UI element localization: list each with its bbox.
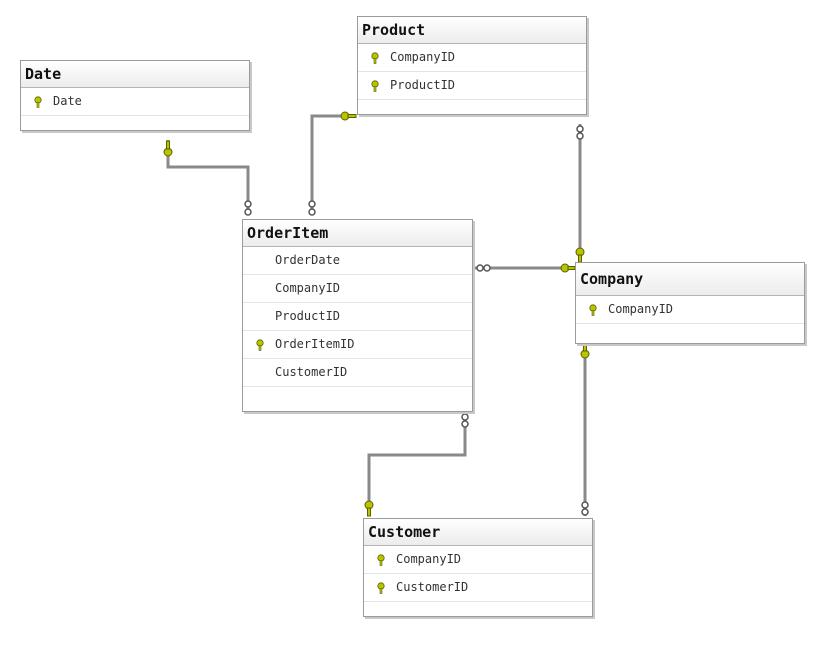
column-row[interactable]: OrderItemID: [243, 331, 472, 359]
column-row[interactable]: CustomerID: [364, 574, 592, 602]
key-icon: [578, 254, 582, 263]
key-icon: [377, 582, 385, 594]
key-icon: [347, 114, 357, 118]
many-end-marker: [244, 200, 252, 208]
column-name: Date: [53, 94, 82, 108]
column-row[interactable]: OrderDate: [243, 247, 472, 275]
column-row[interactable]: CustomerID: [243, 359, 472, 387]
key-icon: [567, 266, 576, 270]
many-end-marker: [581, 501, 589, 509]
column-row[interactable]: ProductID: [243, 303, 472, 331]
table-product[interactable]: Product CompanyID ProductID: [357, 16, 587, 115]
many-end-marker: [576, 132, 584, 140]
many-end-marker: [461, 413, 469, 421]
key-icon: [589, 304, 597, 316]
relationship-customer-orderitem[interactable]: [367, 412, 467, 516]
column-name: OrderDate: [275, 253, 341, 267]
key-icon: [377, 554, 385, 566]
relationship-date-orderitem[interactable]: [166, 140, 250, 215]
many-end-marker: [576, 125, 584, 133]
relationship-product-orderitem[interactable]: [310, 114, 356, 215]
key-icon: [367, 507, 371, 517]
table-title[interactable]: Date: [21, 61, 249, 88]
column-row[interactable]: CompanyID: [576, 296, 804, 324]
key-icon: [583, 342, 587, 352]
table-customer[interactable]: Customer CompanyID CustomerID: [363, 518, 593, 617]
table-title[interactable]: Customer: [364, 519, 592, 546]
key-icon: [371, 52, 379, 64]
many-end-marker: [476, 264, 484, 272]
key-icon: [34, 96, 42, 108]
table-title[interactable]: Company: [576, 263, 804, 296]
column-name: CompanyID: [390, 50, 456, 64]
column-name: CompanyID: [396, 552, 462, 566]
many-end-marker: [308, 200, 316, 208]
column-name: CompanyID: [608, 302, 674, 316]
column-row[interactable]: CompanyID: [364, 546, 592, 574]
many-end-marker: [461, 420, 469, 428]
key-icon: [371, 80, 379, 92]
many-end-marker: [308, 208, 316, 216]
column-name: OrderItemID: [275, 337, 355, 351]
column-name: CompanyID: [275, 281, 341, 295]
column-name: CustomerID: [396, 580, 469, 594]
table-title[interactable]: Product: [358, 17, 586, 44]
key-icon: [256, 339, 264, 351]
table-orderitem[interactable]: OrderItem OrderDate CompanyID ProductID …: [242, 219, 473, 412]
many-end-marker: [581, 508, 589, 516]
key-icon: [166, 140, 170, 150]
column-row[interactable]: CompanyID: [358, 44, 586, 72]
table-title[interactable]: OrderItem: [243, 220, 472, 247]
column-name: CustomerID: [275, 365, 348, 379]
column-row[interactable]: Date: [21, 88, 249, 116]
table-date[interactable]: Date Date: [20, 60, 250, 131]
column-row[interactable]: ProductID: [358, 72, 586, 100]
many-end-marker: [483, 264, 491, 272]
column-row[interactable]: CompanyID: [243, 275, 472, 303]
table-company[interactable]: Company CompanyID: [575, 262, 805, 344]
column-name: ProductID: [390, 78, 456, 92]
many-end-marker: [244, 208, 252, 216]
column-name: ProductID: [275, 309, 341, 323]
